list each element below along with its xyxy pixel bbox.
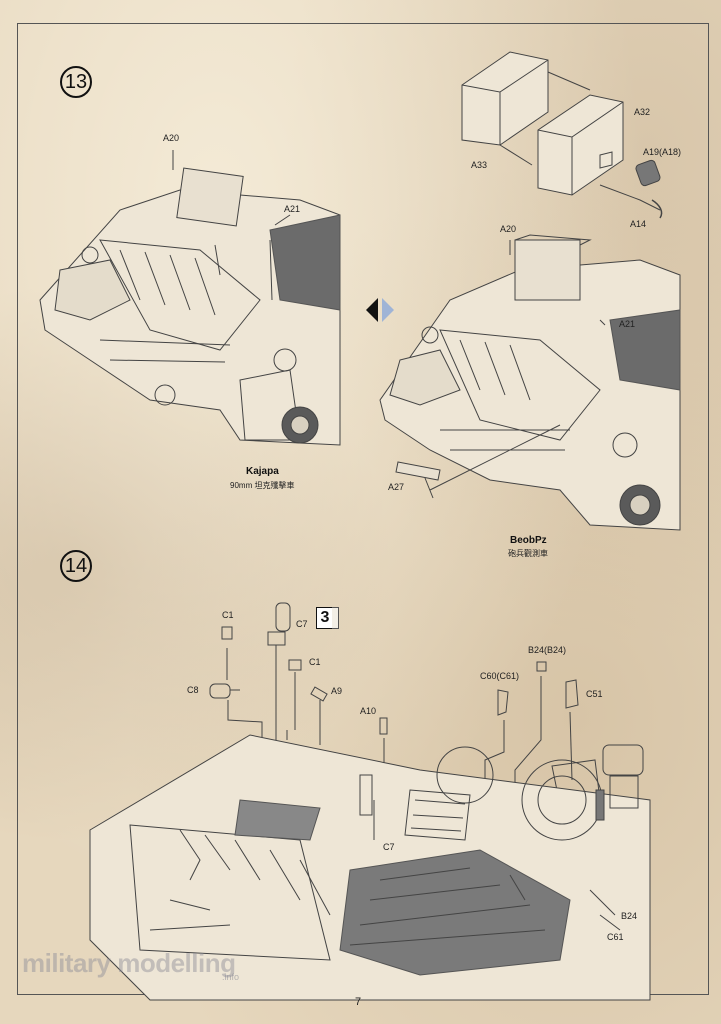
page-number: 7: [355, 996, 362, 1008]
label-a9: A9: [331, 686, 343, 696]
label-b24-bottom: B24: [621, 911, 638, 921]
label-a10: A10: [360, 706, 377, 716]
step-14-number: 14: [60, 550, 92, 582]
diamond-arrow-icon: [366, 298, 394, 322]
label-a19: A19(A18): [643, 147, 682, 157]
label-c60: C60(C61): [480, 671, 520, 681]
box-parts-drawing: [461, 51, 663, 219]
step-13-number: 13: [60, 66, 92, 98]
watermark-logo: military modelling: [22, 948, 236, 978]
caption-kajapa-sub: 90mm 坦克殲擊車: [230, 481, 295, 490]
watermark-logo-sub: .info: [222, 972, 240, 982]
hull-drawing-step14: [89, 734, 651, 1001]
label-c7-bottom: C7: [383, 842, 395, 852]
label-a20-right: A20: [500, 224, 517, 234]
caption-beobpz-sub: 砲兵觀測車: [508, 549, 548, 558]
label-c7-top: C7: [296, 619, 308, 629]
hull-drawing-left: [39, 150, 341, 446]
label-c1-mid: C1: [309, 657, 321, 667]
label-c8: C8: [187, 685, 199, 695]
label-a33: A33: [471, 160, 488, 170]
label-c61: C61: [607, 932, 624, 942]
label-a14: A14: [630, 219, 647, 229]
label-a32: A32: [634, 107, 651, 117]
label-c51: C51: [586, 689, 603, 699]
label-a21-right: A21: [619, 319, 636, 329]
label-a20-left: A20: [163, 133, 180, 143]
sheet-reference-badge: 3: [316, 607, 334, 629]
label-a27: A27: [388, 482, 405, 492]
caption-kajapa: Kajapa: [246, 466, 279, 477]
caption-beobpz: BeobPz: [510, 535, 547, 546]
sheet-reference-tab: [332, 607, 339, 629]
label-a21-left: A21: [284, 204, 301, 214]
label-b24-top: B24(B24): [528, 645, 567, 655]
hull-drawing-right: [379, 234, 681, 531]
label-c1-top: C1: [222, 610, 234, 620]
